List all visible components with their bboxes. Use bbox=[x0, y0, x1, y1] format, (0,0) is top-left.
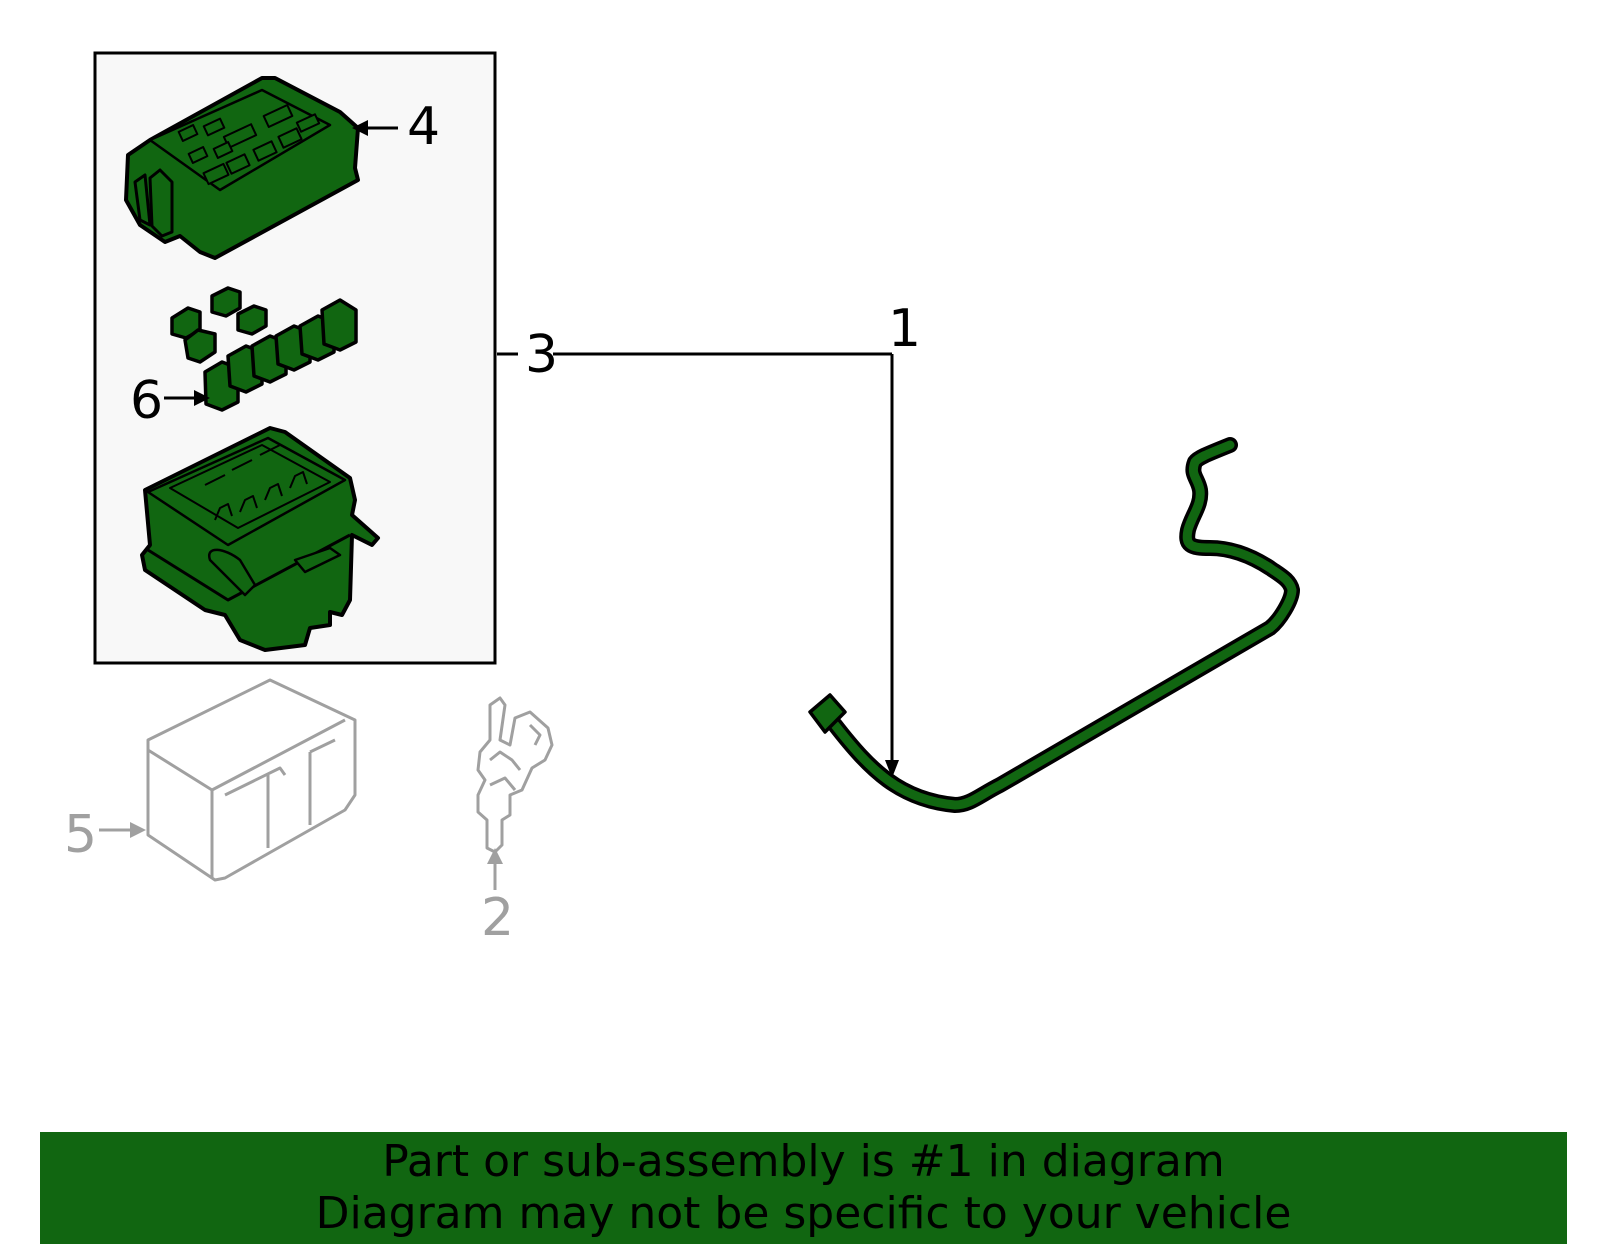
battery-cable[interactable] bbox=[808, 437, 1300, 813]
callout-1: 1 bbox=[888, 299, 921, 359]
banner-line-1: Part or sub-assembly is #1 in diagram bbox=[382, 1136, 1225, 1187]
callout-2: 2 bbox=[481, 888, 514, 948]
leader-lines-muted bbox=[99, 828, 497, 890]
info-banner: Part or sub-assembly is #1 in diagram Di… bbox=[40, 1132, 1567, 1244]
banner-line-2: Diagram may not be specific to your vehi… bbox=[315, 1188, 1292, 1239]
fuses[interactable] bbox=[170, 286, 358, 412]
callout-4: 4 bbox=[407, 97, 440, 157]
callout-3: 3 bbox=[525, 325, 558, 385]
relay-box-cover[interactable] bbox=[146, 678, 357, 882]
bracket[interactable] bbox=[476, 696, 554, 854]
callout-6: 6 bbox=[130, 371, 163, 431]
arrowheads bbox=[194, 120, 899, 778]
arrowheads-muted bbox=[130, 822, 503, 864]
fuse-box-cover[interactable] bbox=[124, 76, 360, 260]
callout-5: 5 bbox=[64, 805, 97, 865]
fuse-box-body[interactable] bbox=[140, 426, 380, 652]
